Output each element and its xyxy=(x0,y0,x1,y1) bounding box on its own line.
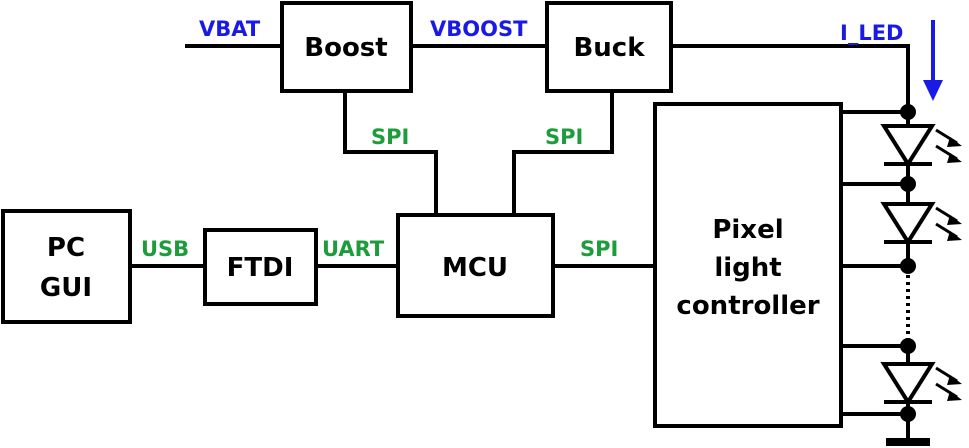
boost-label: Boost xyxy=(304,33,387,63)
junction-dot xyxy=(900,406,916,422)
spi-boost-wire xyxy=(343,93,438,213)
spi-pixel-label: SPI xyxy=(580,237,618,261)
uart-label: UART xyxy=(322,237,385,261)
led-icon xyxy=(880,362,962,406)
light-label: light xyxy=(714,253,781,283)
junction-dot xyxy=(900,258,916,274)
boost-block: Boost xyxy=(280,1,413,93)
spi-buck-label: SPI xyxy=(545,125,583,149)
buck-block: Buck xyxy=(545,1,673,93)
mcu-block: MCU xyxy=(396,213,555,318)
led-icon xyxy=(880,124,962,168)
buck-label: Buck xyxy=(573,33,645,63)
usb-label: USB xyxy=(141,237,189,261)
ftdi-label: FTDI xyxy=(227,253,294,283)
ftdi-block: FTDI xyxy=(203,228,318,306)
led-icon xyxy=(880,202,962,246)
i-led-wire xyxy=(673,44,910,112)
spi-boost-label: SPI xyxy=(371,125,409,149)
vboost-label: VBOOST xyxy=(430,17,528,41)
ground-icon xyxy=(886,438,930,446)
mcu-label: MCU xyxy=(442,253,508,283)
junction-dot xyxy=(900,104,916,120)
pixel-light-controller-block: Pixel light controller xyxy=(653,102,843,428)
pc-label: PC xyxy=(47,233,85,263)
wires xyxy=(131,44,910,443)
current-arrow-icon xyxy=(923,20,943,101)
gui-label: GUI xyxy=(40,273,92,303)
junction-dots xyxy=(900,104,916,422)
pc-gui-block: PC GUI xyxy=(1,209,132,324)
pixel-label: Pixel xyxy=(712,215,783,245)
i-led-label: I_LED xyxy=(840,21,903,45)
junction-dot xyxy=(900,338,916,354)
spi-buck-wire xyxy=(512,93,614,213)
controller-label: controller xyxy=(676,291,819,321)
vbat-label: VBAT xyxy=(199,17,261,41)
junction-dot xyxy=(900,176,916,192)
